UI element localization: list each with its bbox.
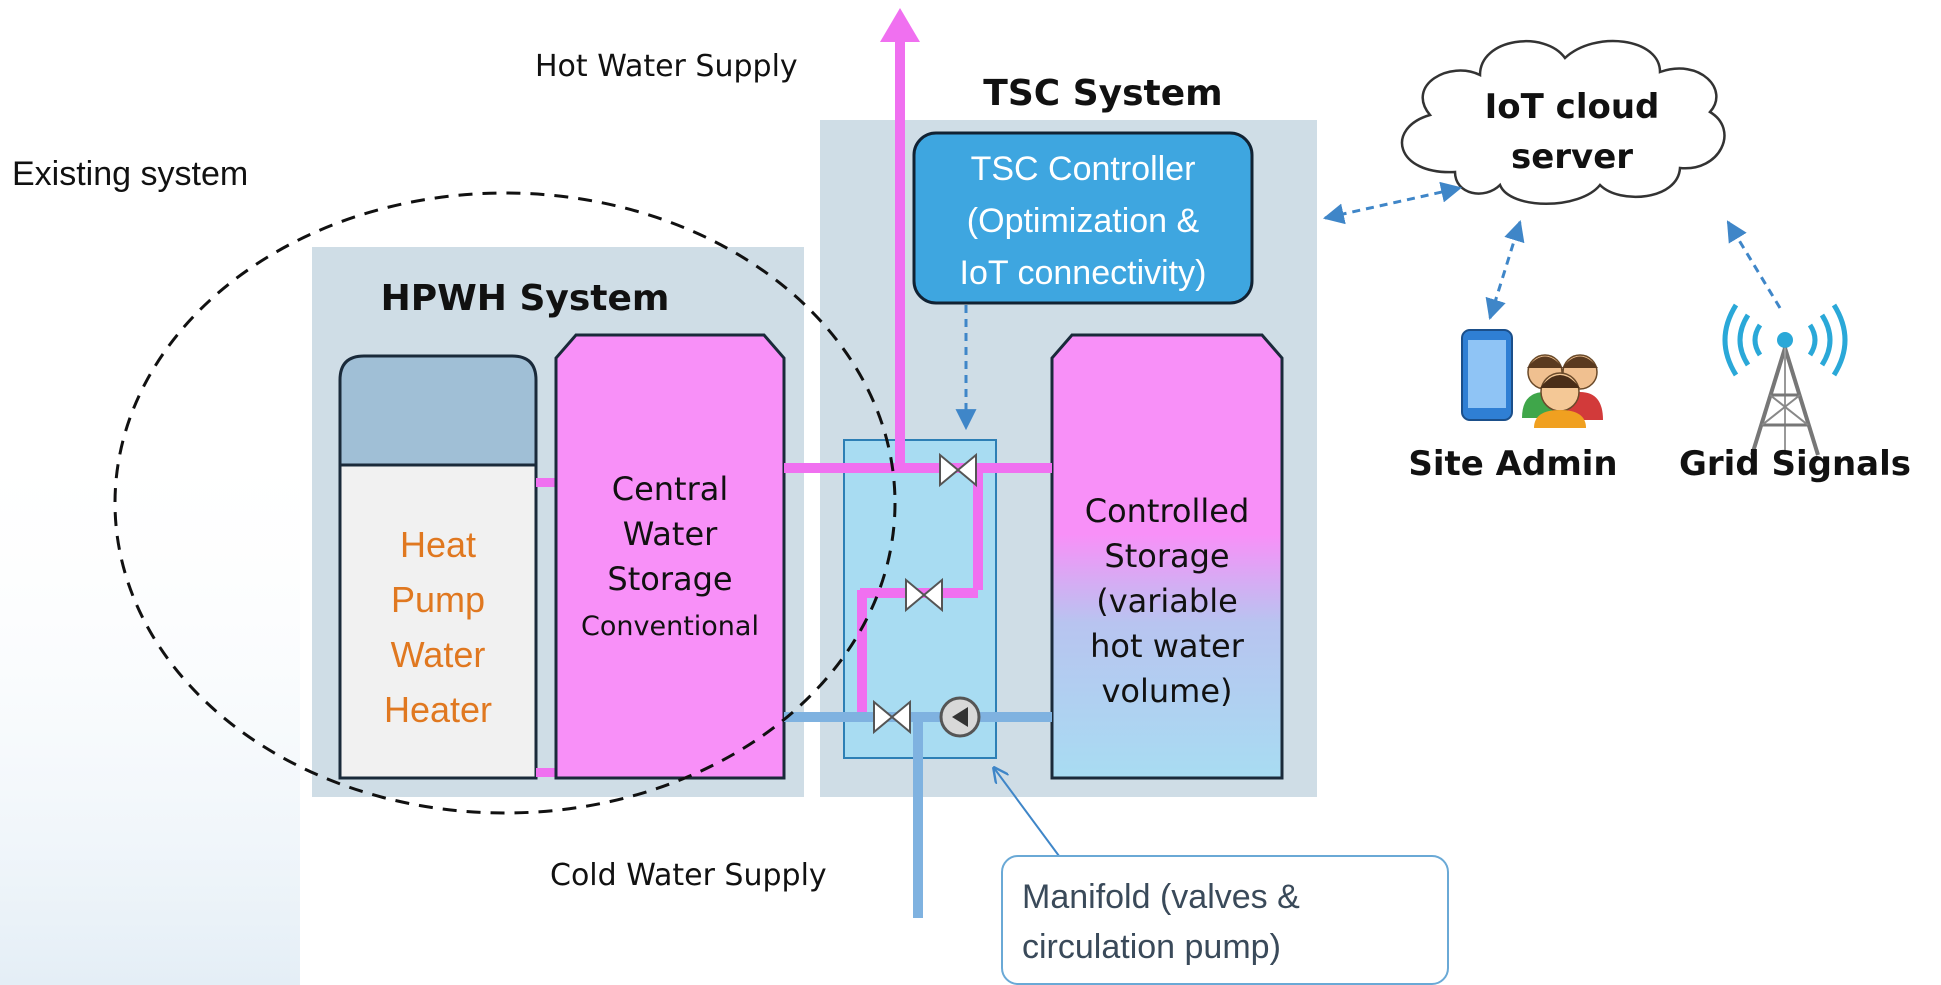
controlled-storage-label-5: volume) — [1101, 672, 1232, 710]
central-storage-label-4: Conventional — [581, 611, 759, 642]
controlled-storage-label-1: Controlled — [1085, 492, 1250, 530]
grid-cloud-link — [1726, 220, 1782, 309]
admin-cloud-link — [1485, 219, 1525, 321]
central-storage-label-2: Water — [623, 515, 718, 553]
hot-water-supply-label: Hot Water Supply — [535, 49, 798, 84]
background-strip — [0, 420, 300, 985]
controlled-storage-label-3: (variable — [1096, 582, 1238, 620]
tsc-system-title: TSC System — [983, 73, 1222, 114]
valve-icon — [905, 577, 943, 613]
site-admin-label: Site Admin — [1408, 444, 1617, 484]
iot-cloud-label-1: IoT cloud — [1485, 87, 1660, 127]
hot-water-pipes — [784, 40, 1052, 720]
tsc-controller-label-2: (Optimization & — [967, 202, 1200, 240]
hot-connector-lower — [536, 768, 556, 777]
valve-icon — [873, 699, 911, 735]
central-storage-label-3: Storage — [607, 560, 732, 598]
tsc-controller-label-1: TSC Controller — [971, 150, 1196, 188]
hpwh-system-title: HPWH System — [381, 278, 670, 319]
grid-signals-tower-icon — [1722, 303, 1848, 456]
grid-signals-label: Grid Signals — [1679, 444, 1911, 484]
heat-pump-water-heater — [338, 354, 538, 780]
manifold-callout-label-2: circulation pump) — [1022, 928, 1281, 966]
controller-cloud-link — [1322, 181, 1463, 225]
cold-water-pipes — [784, 712, 1052, 918]
site-admin-icon — [1461, 329, 1603, 428]
existing-system-label: Existing system — [12, 155, 248, 193]
hot-connector — [536, 478, 556, 487]
heat-pump-label-4: Heater — [384, 689, 492, 730]
heat-pump-label-2: Pump — [391, 579, 485, 620]
circulation-pump-icon — [939, 696, 981, 738]
manifold-callout-label-1: Manifold (valves & — [1022, 878, 1300, 916]
controlled-storage-label-2: Storage — [1104, 537, 1229, 575]
controlled-storage-tank — [1050, 333, 1284, 780]
tsc-controller-label-3: IoT connectivity) — [960, 254, 1207, 292]
cold-water-supply-label: Cold Water Supply — [550, 858, 827, 893]
manifold-callout-arrow — [994, 768, 1063, 861]
heat-pump-label-1: Heat — [400, 524, 476, 565]
tsc-controller-box — [912, 131, 1254, 305]
controlled-storage-label-4: hot water — [1090, 627, 1245, 665]
heat-pump-label-3: Water — [391, 634, 486, 675]
hot-water-arrowhead — [880, 8, 920, 42]
iot-cloud-label-2: server — [1511, 137, 1633, 177]
central-water-storage-tank — [554, 333, 786, 780]
central-storage-label-1: Central — [612, 470, 729, 508]
manifold-callout-box — [1001, 855, 1449, 985]
valve-icon — [939, 452, 977, 488]
existing-system-boundary — [113, 191, 897, 815]
iot-cloud-shape — [1400, 39, 1726, 205]
